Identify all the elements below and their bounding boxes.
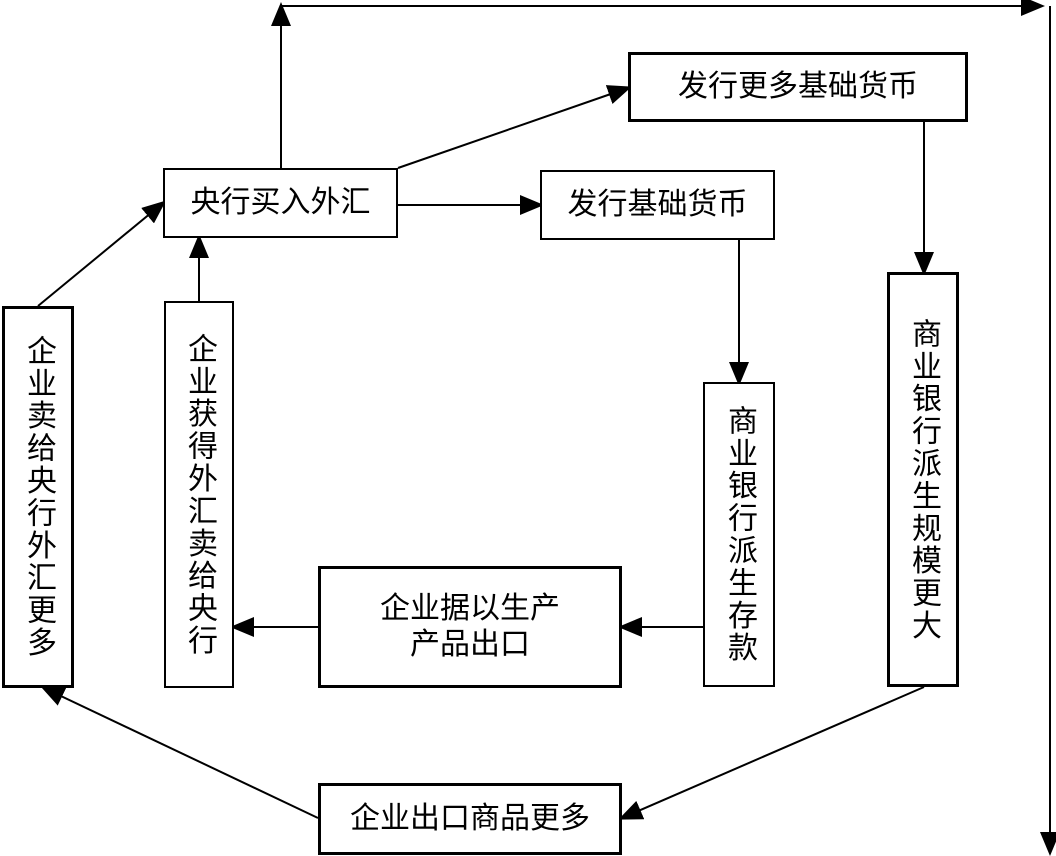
enterprise-get-fx-node: 企业获得外汇卖给央行 (164, 301, 234, 688)
enterprise-production-export-node: 企业据以生产 产品出口 (318, 566, 622, 688)
issue-base-money-label: 发行基础货币 (567, 187, 748, 222)
enterprise-sell-more-fx-label: 企业卖给央行外汇更多 (21, 335, 56, 659)
enterprise-get-fx-label: 企业获得外汇卖给央行 (182, 332, 217, 657)
issue-more-base-money-label: 发行更多基础货币 (678, 69, 918, 104)
bank-derive-scale-label: 商业银行派生规模更大 (906, 317, 941, 642)
edge-export-more-to-sell-more (40, 686, 319, 819)
edge-central-buy-to-issue-more (397, 85, 632, 169)
bank-derive-deposit-label: 商业银行派生存款 (722, 404, 757, 665)
edge-sell-more-to-central-buy (37, 200, 167, 307)
edge-bank-scale-to-export-more (618, 686, 925, 820)
enterprise-export-more-node: 企业出口商品更多 (318, 783, 622, 855)
bank-derive-deposit-node: 商业银行派生存款 (703, 382, 775, 687)
enterprise-export-more-label: 企业出口商品更多 (350, 801, 590, 836)
enterprise-production-export-label: 企业据以生产 产品出口 (380, 591, 560, 662)
enterprise-sell-more-fx-node: 企业卖给央行外汇更多 (2, 306, 74, 688)
issue-base-money-node: 发行基础货币 (540, 170, 775, 240)
central-bank-buy-fx-node: 央行买入外汇 (163, 168, 398, 238)
bank-derive-scale-node: 商业银行派生规模更大 (887, 272, 959, 687)
issue-more-base-money-node: 发行更多基础货币 (628, 52, 968, 122)
central-bank-buy-fx-label: 央行买入外汇 (190, 185, 371, 220)
